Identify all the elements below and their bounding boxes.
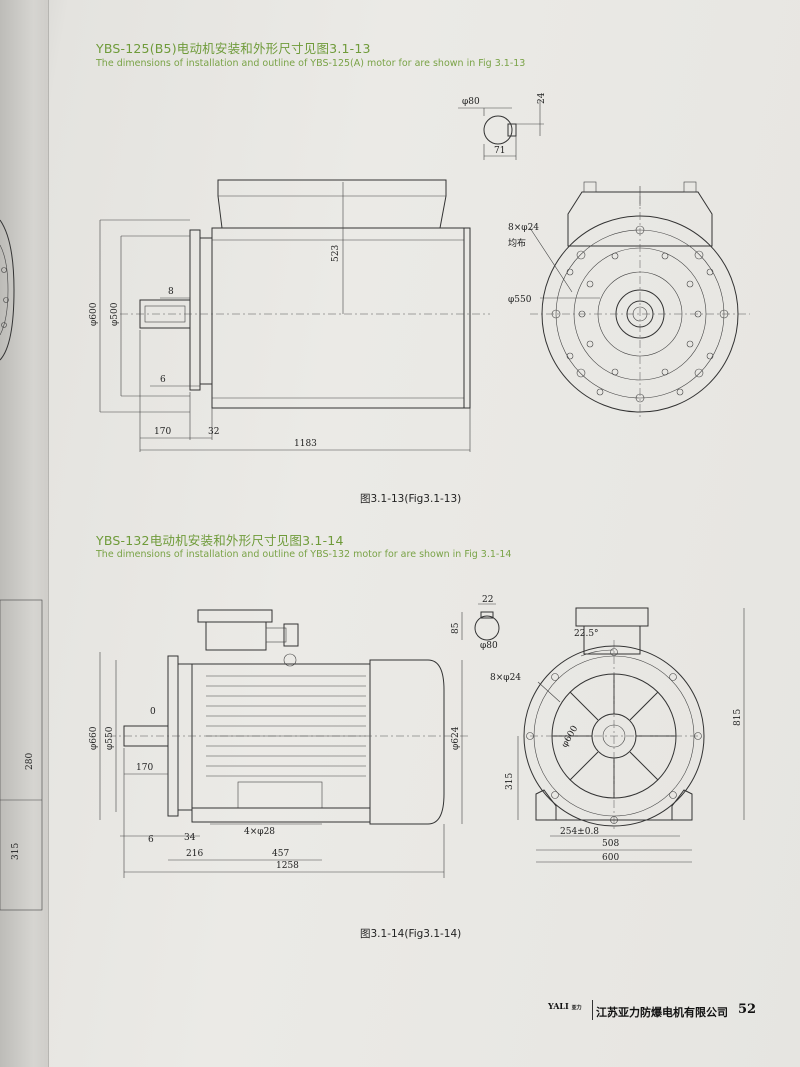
fig14-side-view: φ660 φ550 φ624 0 170 6 34 4×φ28 216 457 … xyxy=(89,609,470,878)
book-spine xyxy=(0,0,49,1067)
fig13-dim-key-h: 24 xyxy=(537,92,547,104)
fig14-dim-angle: 22.5° xyxy=(574,629,599,639)
fig14-dim-shaft-dia: φ80 xyxy=(480,641,498,651)
fig13-dim-pcd: φ550 xyxy=(508,295,532,305)
section1-title-cn: YBS-125(B5)电动机安装和外形尺寸见图3.1-13 xyxy=(96,41,371,56)
figure-caption-1: 图3.1-13(Fig3.1-13) xyxy=(360,493,462,505)
fig14-dim-457: 457 xyxy=(272,849,289,859)
fig14-dim-254: 254±0.8 xyxy=(560,827,599,837)
fig13-dim-170: 170 xyxy=(154,427,171,437)
fig14-dim-body-dia: φ624 xyxy=(451,726,461,750)
fig13-shaft-section: φ80 24 71 xyxy=(458,92,547,160)
company-name: 江苏亚力防爆电机有限公司 xyxy=(596,1006,728,1019)
svg-text:315: 315 xyxy=(11,843,21,860)
fig13-dim-6: 6 xyxy=(160,375,166,385)
fig13-dim-8: 8 xyxy=(168,287,174,297)
fig14-end-view: 8×φ24 22.5° φ600 315 815 254±0.8 508 600 xyxy=(490,607,745,863)
fig14-dim-face-dia: φ600 xyxy=(560,724,581,750)
fig13-dim-flange-dia: φ600 xyxy=(89,302,99,326)
fig14-dim-key-h: 85 xyxy=(451,622,461,634)
fig14-dim-length: 1258 xyxy=(276,861,299,871)
fig14-dim-foot-holes: 4×φ28 xyxy=(244,827,275,837)
fig13-dim-key-w: 71 xyxy=(494,146,505,156)
previous-page-drawing: 280 315 xyxy=(0,219,43,911)
fig13-dim-bolts-note: 均布 xyxy=(508,237,526,249)
fig14-dim-bolts: 8×φ24 xyxy=(490,673,521,683)
fig13-dim-bolts: 8×φ24 xyxy=(508,223,539,233)
page-number: 52 xyxy=(738,1002,757,1017)
fig13-dim-length: 1183 xyxy=(294,439,317,449)
section2-title-en: The dimensions of installation and outli… xyxy=(96,549,512,560)
fig14-dim-216: 216 xyxy=(186,849,203,859)
fig14-dim-34: 34 xyxy=(184,833,196,843)
logo-subtext: 亚力 xyxy=(571,1005,582,1011)
fig13-end-view: 8×φ24 均布 φ550 xyxy=(508,181,750,420)
figure-caption-2: 图3.1-14(Fig3.1-14) xyxy=(360,928,462,940)
logo-text: YALI xyxy=(548,1001,569,1011)
fig13-dim-height: 523 xyxy=(331,245,341,262)
fig13-side-view: 523 φ600 φ500 8 6 170 32 1183 xyxy=(89,179,490,452)
fig14-dim-508: 508 xyxy=(602,839,619,849)
fig14-dim-0: 0 xyxy=(150,707,156,717)
svg-text:280: 280 xyxy=(25,753,35,770)
fig14-dim-key-w: 22 xyxy=(482,595,493,605)
company-logo: YALI 亚力 xyxy=(548,1001,582,1011)
fig13-dim-spigot-dia: φ500 xyxy=(110,302,120,326)
fig14-dim-center-h: 315 xyxy=(505,773,515,790)
fig14-dim-600: 600 xyxy=(602,853,619,863)
footer-separator xyxy=(592,1000,593,1020)
fig14-dim-height: 815 xyxy=(733,709,743,726)
fig14-dim-170: 170 xyxy=(136,763,153,773)
fig14-dim-spigot-dia: φ550 xyxy=(105,726,115,750)
fig14-dim-6: 6 xyxy=(148,835,154,845)
section1-title-en: The dimensions of installation and outli… xyxy=(96,58,526,69)
fig14-shaft-section: 22 85 φ80 xyxy=(451,595,500,651)
section2-title-cn: YBS-132电动机安装和外形尺寸见图3.1-14 xyxy=(96,533,344,548)
fig13-dim-32: 32 xyxy=(208,427,219,437)
fig14-dim-flange-dia: φ660 xyxy=(89,726,99,750)
fig13-dim-shaft-dia: φ80 xyxy=(462,97,480,107)
